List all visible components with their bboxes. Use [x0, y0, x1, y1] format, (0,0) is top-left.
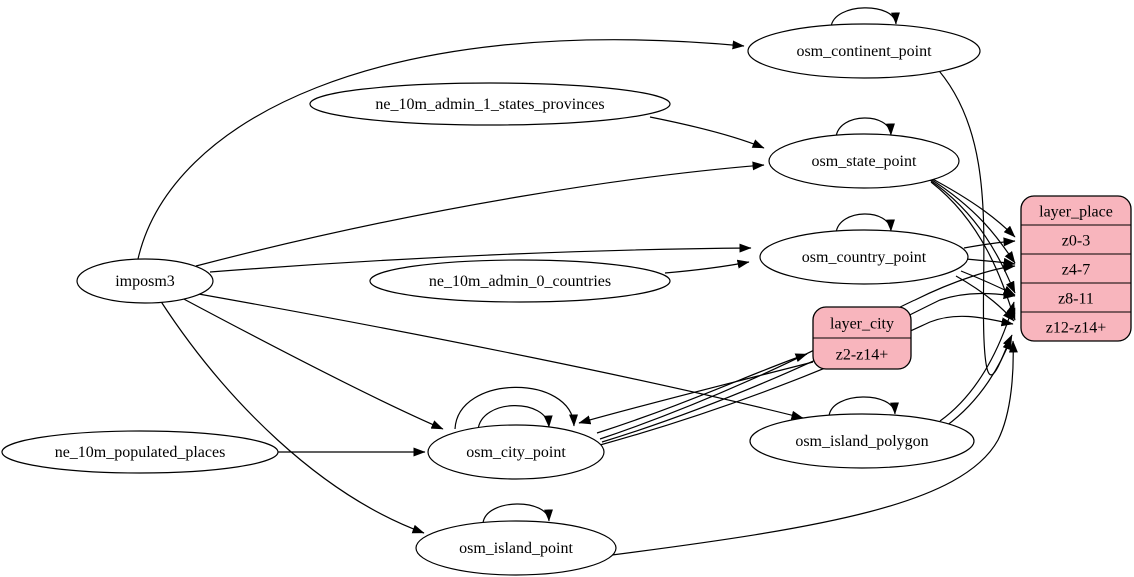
self-loop-osm_island_polygon [828, 396, 899, 417]
node-osm_country_point: osm_country_point [759, 229, 969, 285]
edge-osm_state_point-layer_place-z4-7 [928, 177, 1016, 264]
record-layer_place-row-z0-3: z0-3 [1062, 233, 1090, 250]
edge-osm_country_point-layer_place-z12-z14+ [955, 275, 1015, 322]
node-ne_10m_admin_0_countries-label: ne_10m_admin_0_countries [429, 273, 611, 290]
self-loop-osm_city_point-outer [454, 386, 579, 430]
edge-osm_country_point-layer_place-z4-7 [965, 257, 1016, 267]
record-layer_place-shape [1020, 195, 1132, 342]
edge-imposm3-osm_continent_point [137, 39, 745, 260]
node-osm_island_polygon-shape [749, 413, 975, 469]
node-osm_island_point-shape [415, 520, 617, 576]
edge-osm_city_point-layer_place-z4-7 [599, 262, 1016, 440]
record-layer_place-title: layer_place [1039, 204, 1113, 221]
node-osm_island_point: osm_island_point [415, 520, 617, 576]
node-osm_city_point-label: osm_city_point [466, 444, 566, 461]
edge-imposm3-osm_island_polygon [192, 292, 804, 420]
record-layer_city: layer_city z2-z14+ [812, 306, 912, 370]
self-loop-osm_city_point-inner [477, 405, 553, 431]
node-osm_continent_point: osm_continent_point [747, 23, 981, 79]
record-layer_city-title: layer_city [830, 316, 894, 333]
node-imposm3-shape [76, 258, 214, 304]
edge-osm_island_point-layer_place-z12-z14+ [611, 340, 1018, 556]
node-osm_island_point-label: osm_island_point [459, 540, 573, 557]
record-layer_place: layer_place z0-3 z4-7 z8-11 z12-z14+ [1020, 195, 1132, 342]
node-ne_10m_populated_places: ne_10m_populated_places [1, 430, 279, 474]
edge-osm_city_point-layer_city-z2-z14+ [596, 353, 808, 434]
edge-imposm3-osm_country_point [209, 243, 752, 273]
self-loop-osm_country_point [835, 213, 895, 234]
node-osm_country_point-shape [759, 229, 969, 285]
node-osm_country_point-label: osm_country_point [802, 249, 927, 266]
record-layer_place-row-z4-7: z4-7 [1062, 262, 1090, 279]
node-osm_city_point: osm_city_point [427, 424, 605, 480]
node-osm_island_polygon: osm_island_polygon [749, 413, 975, 469]
edge-osm_island_polygon-layer_place-z12-z14+ [945, 337, 1012, 427]
node-ne_10m_admin_0_countries: ne_10m_admin_0_countries [369, 259, 671, 303]
node-ne_10m_admin_1_states_provinces-shape [309, 82, 671, 126]
edge-osm_country_point-layer_place-z0-3 [963, 237, 1016, 249]
node-osm_continent_point-label: osm_continent_point [796, 43, 932, 60]
self-loop-osm_continent_point [830, 7, 900, 28]
node-ne_10m_admin_0_countries-shape [369, 259, 671, 303]
edge-imposm3-osm_island_point [159, 299, 425, 534]
node-imposm3-label: imposm3 [115, 273, 175, 290]
edge-imposm3-osm_city_point [179, 296, 444, 430]
node-ne_10m_admin_1_states_provinces: ne_10m_admin_1_states_provinces [309, 82, 671, 126]
node-osm_island_polygon-label: osm_island_polygon [795, 433, 928, 450]
record-layer_place-row-z12-z14+: z12-z14+ [1046, 320, 1107, 337]
self-loop-osm_state_point [835, 117, 895, 138]
node-ne_10m_populated_places-shape [1, 430, 279, 474]
node-osm_city_point-shape [427, 424, 605, 480]
edge-osm_state_point-layer_place-z0-3 [926, 175, 1016, 238]
edge-osm_island_polygon-layer_place-z8-11 [939, 301, 1016, 422]
edge-ne_10m_admin_1_states_provinces-osm_state_point [649, 116, 765, 149]
self-loop-osm_island_point [482, 503, 553, 524]
node-osm_state_point-shape [768, 133, 960, 189]
node-osm_state_point-label: osm_state_point [812, 153, 917, 170]
node-ne_10m_populated_places-label: ne_10m_populated_places [55, 444, 226, 461]
record-layer_place-row-z8-11: z8-11 [1058, 291, 1094, 308]
node-osm_state_point: osm_state_point [768, 133, 960, 189]
node-ne_10m_admin_1_states_provinces-label: ne_10m_admin_1_states_provinces [375, 96, 604, 113]
edge-imposm3-osm_state_point [195, 161, 765, 267]
edge-ne_10m_admin_0_countries-osm_country_point [664, 259, 750, 274]
edge-layer_city-osm_city_point [578, 361, 814, 425]
record-layer_city-row-z2-z14+: z2-z14+ [836, 347, 889, 364]
node-osm_continent_point-shape [747, 23, 981, 79]
node-imposm3: imposm3 [76, 258, 214, 304]
